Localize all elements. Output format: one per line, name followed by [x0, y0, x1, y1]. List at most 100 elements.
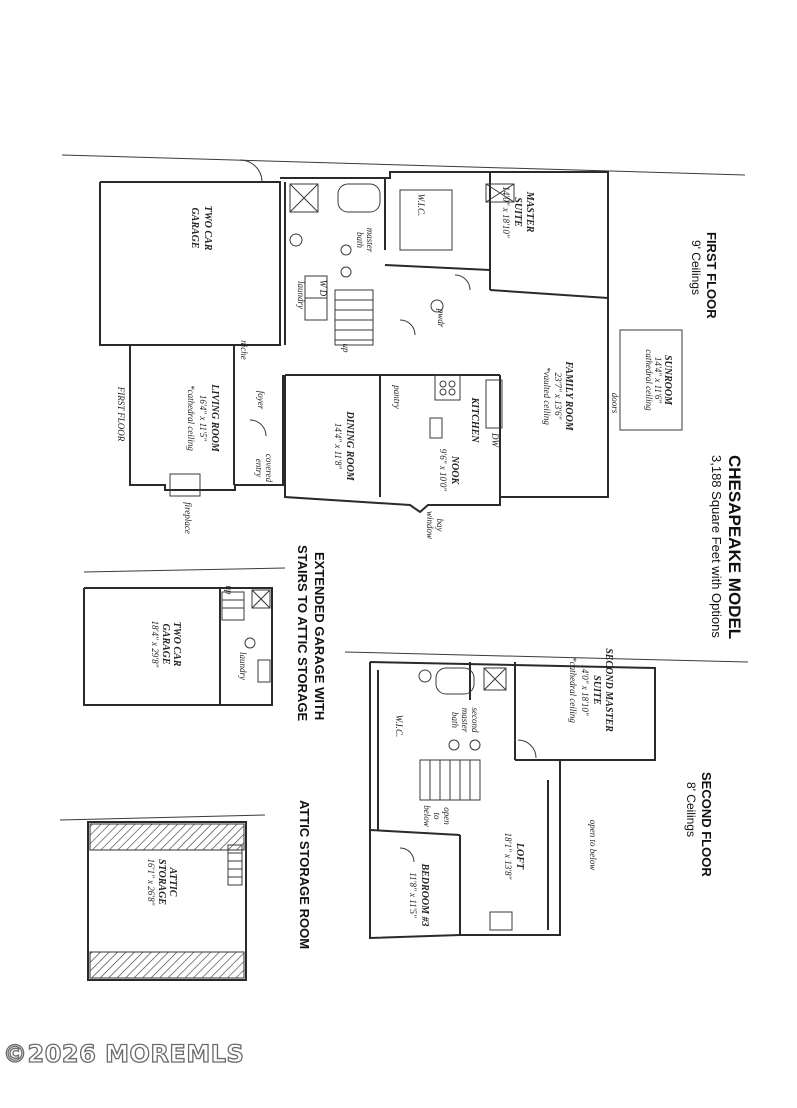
entry-door-swing: [249, 419, 267, 437]
second-bath-label-2: master: [460, 708, 470, 733]
kitchen-island: [429, 417, 443, 439]
master-door-swing: [454, 274, 471, 291]
loft-feature: [489, 911, 513, 931]
attic-heading: ATTIC STORAGE ROOM: [297, 800, 312, 949]
master-suite-label-2: SUITE: [512, 197, 523, 227]
second-master-ceiling: *cathedral ceiling: [568, 657, 578, 723]
loft-size: 18'1" x 13'8": [503, 833, 513, 880]
second-bath-label-3: bath: [450, 712, 460, 729]
second-master-label-2: SUITE: [591, 675, 602, 705]
first-floor-note: FIRST FLOOR: [116, 386, 126, 442]
living-room-ceiling: *cathedral ceiling: [186, 385, 196, 451]
second-master-label-1: SECOND MASTER: [603, 648, 614, 732]
watermark: ©2026 MOREMLS: [2, 1039, 245, 1068]
first-floor-plan: TWO CAR GARAGE MASTER SUITE 14'0" x 18'1…: [99, 159, 683, 539]
powder-door-swing: [399, 319, 416, 336]
bedroom-door-swing: [399, 847, 415, 863]
fireplace-label: fireplace: [183, 502, 193, 534]
master-tub: [337, 183, 381, 213]
bay-window-label-1: bay: [435, 519, 445, 532]
loft-label: LOFT: [514, 842, 525, 870]
dining-room-size: 14'4" x 11'8": [333, 423, 343, 469]
second-floor-plan: SECOND MASTER SUITE 14'0" x 18'10" *cath…: [369, 648, 656, 940]
ext-garage-size: 18'4" x 29'8": [150, 621, 160, 668]
first-floor-ceilings: 9' Ceilings: [689, 240, 703, 295]
second-floor-outline: [369, 661, 656, 940]
garage-door-swing: [239, 159, 263, 183]
master-sink-2: [340, 266, 352, 278]
model-subtitle: 3,188 Square Feet with Options: [709, 455, 724, 638]
living-room-label: LIVING ROOM: [209, 383, 220, 453]
family-room-label: FAMILY ROOM: [563, 360, 574, 431]
extended-garage-heading-2: STAIRS TO ATTIC STORAGE: [295, 545, 310, 722]
up-label: up: [341, 344, 351, 354]
master-shower-2: [485, 183, 515, 203]
master-suite-label-1: MASTER: [524, 191, 535, 233]
foyer-label: foyer: [256, 391, 266, 410]
nook-size: 9'6" x 10'0": [438, 449, 448, 492]
extended-garage-heading-1: EXTENDED GARAGE WITH: [312, 552, 327, 720]
attic-label-2: STORAGE: [156, 859, 167, 905]
garage-label-1: TWO CAR: [202, 206, 213, 251]
master-shower: [289, 183, 319, 213]
second-wic-label: W.I.C.: [394, 715, 404, 737]
open-to-below-label: open to below: [588, 820, 598, 871]
master-bath-label-2: bath: [355, 232, 365, 249]
second-floor-guide-line: [344, 651, 749, 663]
fireplace-box: [169, 473, 201, 497]
garage-label-2: GARAGE: [189, 207, 200, 248]
master-suite-bottom-wall: [489, 289, 609, 299]
hall-wall: [384, 264, 491, 271]
attic-walls: [87, 821, 247, 981]
first-floor-heading: FIRST FLOOR: [704, 232, 719, 319]
laundry-label: laundry: [296, 281, 306, 309]
master-suite-size: 14'0" x 18'10": [501, 186, 511, 238]
ext-garage-up: up: [224, 586, 234, 596]
second-sink-1: [448, 739, 460, 751]
dryer: [304, 297, 328, 321]
cooktop: [434, 374, 461, 401]
master-bath-label-1: master: [365, 228, 375, 253]
sunroom-label: SUNROOM: [662, 355, 673, 406]
doors-label: doors: [610, 393, 620, 414]
attic-label-1: ATTIC: [167, 867, 178, 897]
ext-garage-label-2: GARAGE: [160, 623, 171, 664]
bedroom3-label: BEDROOM #3: [419, 862, 430, 926]
stair-open-2: to: [432, 812, 442, 820]
garage-guide-line: [83, 567, 286, 573]
covered-entry-label-1: covered: [264, 454, 274, 483]
ext-garage-laundry: laundry: [238, 652, 248, 680]
second-sink-2: [469, 739, 481, 751]
second-tub: [435, 667, 475, 695]
stair-open-3: below: [422, 805, 432, 827]
second-bath-label-1: second: [470, 708, 480, 733]
attic-stairs: [227, 844, 243, 886]
powder-toilet: [430, 299, 444, 313]
pwdr-label: pwdr: [436, 308, 446, 328]
living-room-size: 16'4" x 11'5": [198, 395, 208, 441]
pantry-label: pantry: [392, 384, 402, 409]
master-wic-label: W.I.C.: [416, 194, 426, 216]
stairs-first-floor: [334, 289, 374, 346]
covered-entry-label-2: entry: [254, 459, 264, 478]
house-outline: [280, 171, 609, 514]
second-master-door-swing: [517, 739, 537, 759]
garage-washer-dryer: [257, 659, 271, 683]
page-guide-line: [61, 154, 746, 176]
second-shower: [483, 667, 507, 691]
kitchen-counter: [485, 379, 503, 429]
attic-hatched-top: [89, 823, 245, 851]
kitchen-label: KITCHEN: [469, 396, 480, 443]
master-closet: [399, 189, 453, 251]
bedroom3-size: 11'8" x 11'5": [408, 872, 418, 918]
sunroom-ceiling: cathedral ceiling: [644, 349, 654, 411]
second-floor-heading: SECOND FLOOR: [699, 772, 714, 877]
garage-shower: [251, 589, 271, 609]
attic-hatched-bottom: [89, 951, 245, 979]
garage-walls: [99, 181, 281, 346]
sunroom-size: 14'4" x 11'6": [653, 357, 663, 403]
extended-garage-plan: TWO CAR GARAGE 18'4" x 29'8" laundry up: [83, 586, 273, 706]
dining-room-label: DINING ROOM: [344, 410, 355, 481]
washer-dryer-label: W D: [318, 280, 328, 297]
